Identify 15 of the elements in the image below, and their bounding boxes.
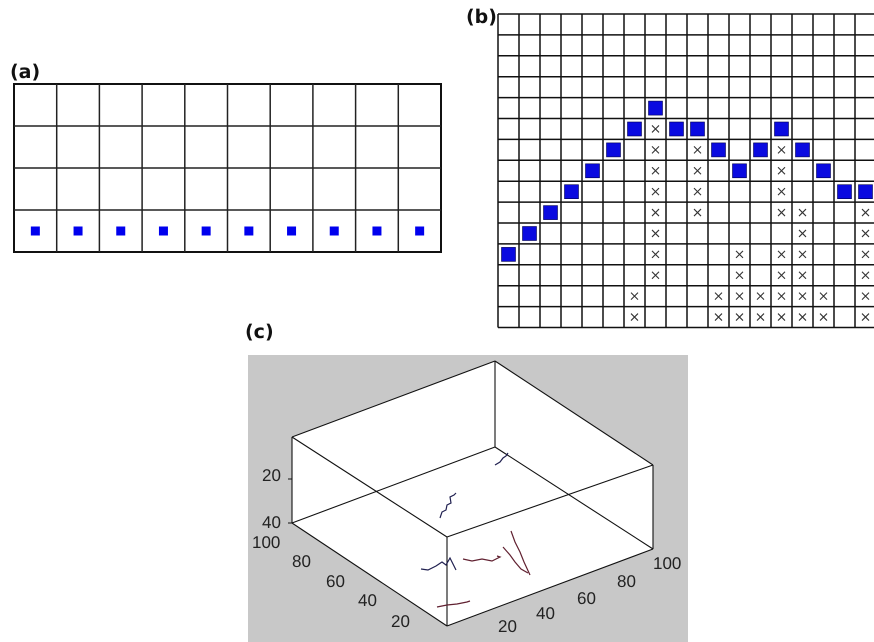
axis-tick-label: 60	[326, 573, 345, 590]
axis-tick-label: 40	[358, 592, 377, 609]
axis-tick-label: 20	[391, 613, 410, 630]
panel-label: (c)	[245, 323, 274, 342]
axis-tick-label: 80	[292, 553, 311, 570]
axis-tick-label: 100	[252, 534, 280, 551]
panel-label: (b)	[466, 8, 497, 27]
axis-tick-label: 20	[498, 618, 517, 635]
axis-tick-label: 80	[617, 573, 636, 590]
axis-tick-label: 40	[262, 514, 281, 531]
axis-tick-label: 60	[577, 590, 596, 607]
axis-tick-label: 20	[262, 467, 281, 484]
panel-label: (a)	[10, 63, 40, 82]
axis-tick-label: 40	[536, 605, 555, 622]
axis-tick-label: 100	[653, 555, 682, 572]
